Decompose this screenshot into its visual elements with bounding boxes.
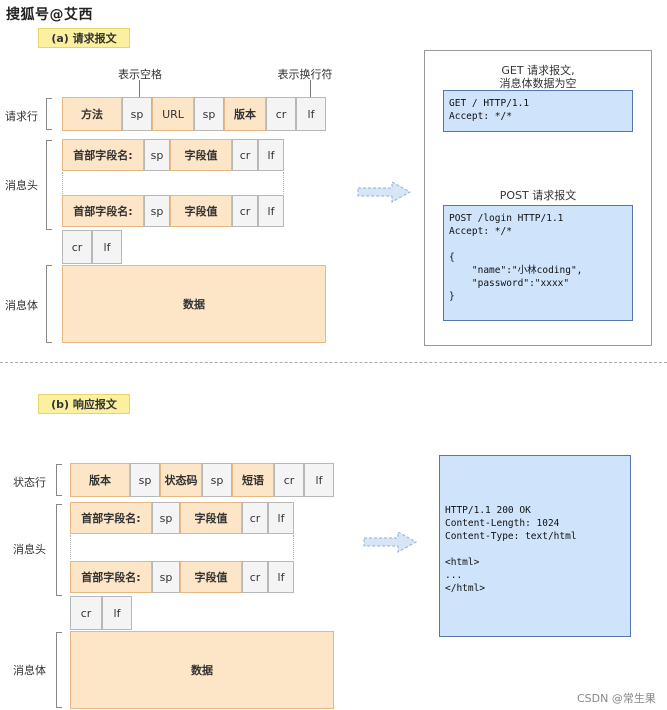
response-header-lf-cell: lf <box>268 561 294 593</box>
request-empty-cr-cell: cr <box>62 230 92 264</box>
response-arrow-icon <box>363 531 418 553</box>
request-header-sp-cell: sp <box>144 195 170 227</box>
get-request-code: GET / HTTP/1.1 Accept: */* <box>443 90 633 132</box>
request-header-name-cell: 首部字段名: <box>62 139 144 171</box>
bracket-request-body <box>46 265 52 343</box>
response-body-cell: 数据 <box>70 631 334 709</box>
response-phrase-cell: 短语 <box>232 463 274 497</box>
response-header-lf-cell: lf <box>268 502 294 534</box>
request-header-name-cell: 首部字段名: <box>62 195 144 227</box>
response-empty-lf-cell: lf <box>102 596 132 630</box>
response-header-name-cell: 首部字段名: <box>70 561 152 593</box>
response-headers-ellipsis <box>70 535 294 559</box>
response-code: HTTP/1.1 200 OK Content-Length: 1024 Con… <box>439 455 631 637</box>
response-header-cr-cell: cr <box>242 502 268 534</box>
label-request-line: 请求行 <box>5 110 38 123</box>
request-header-value-cell: 字段值 <box>170 139 232 171</box>
label-request-headers: 消息头 <box>5 179 38 192</box>
request-header-lf-cell: lf <box>258 195 284 227</box>
bracket-response-body <box>56 632 62 708</box>
response-sp-cell: sp <box>202 463 232 497</box>
note-newline: 表示换行符 <box>277 68 333 81</box>
get-caption-line2: 消息体数据为空 <box>499 77 577 90</box>
request-header-cr-cell: cr <box>232 195 258 227</box>
note-space: 表示空格 <box>118 68 162 81</box>
note-space-pointer <box>139 80 140 97</box>
request-body-cell: 数据 <box>62 265 326 343</box>
label-status-line: 状态行 <box>13 476 46 489</box>
request-header-cr-cell: cr <box>232 139 258 171</box>
request-section-tag: (a) 请求报文 <box>38 28 130 48</box>
response-cr-cell: cr <box>274 463 304 497</box>
bracket-request-line <box>46 98 52 130</box>
request-cr-cell: cr <box>266 97 296 131</box>
response-lf-cell: lf <box>304 463 334 497</box>
label-request-body: 消息体 <box>5 299 38 312</box>
request-header-value-cell: 字段值 <box>170 195 232 227</box>
request-sp-cell: sp <box>194 97 224 131</box>
get-caption-line1: GET 请求报文, <box>501 64 575 77</box>
section-divider <box>0 362 667 363</box>
response-header-name-cell: 首部字段名: <box>70 502 152 534</box>
label-response-body: 消息体 <box>13 664 46 677</box>
csdn-watermark: CSDN @常生果 <box>577 692 656 705</box>
request-lf-cell: lf <box>296 97 326 131</box>
response-section-tag: (b) 响应报文 <box>38 394 130 414</box>
request-url-cell: URL <box>152 97 194 131</box>
response-header-sp-cell: sp <box>152 502 180 534</box>
post-caption: POST 请求报文 <box>499 189 577 202</box>
response-header-cr-cell: cr <box>242 561 268 593</box>
bracket-response-headers <box>56 504 62 596</box>
note-newline-pointer <box>310 80 311 97</box>
response-empty-cr-cell: cr <box>70 596 102 630</box>
bracket-status-line <box>56 464 62 496</box>
label-response-headers: 消息头 <box>13 543 46 556</box>
response-status-code-cell: 状态码 <box>160 463 202 497</box>
request-arrow-icon <box>357 181 412 203</box>
response-header-value-cell: 字段值 <box>180 561 242 593</box>
response-header-sp-cell: sp <box>152 561 180 593</box>
request-headers-ellipsis <box>62 172 284 194</box>
request-header-lf-cell: lf <box>258 139 284 171</box>
bracket-request-headers <box>46 140 52 230</box>
post-request-code: POST /login HTTP/1.1 Accept: */* { "name… <box>443 205 633 321</box>
watermark: 搜狐号@艾西 <box>6 7 93 23</box>
request-method-cell: 方法 <box>62 97 122 131</box>
request-sp-cell: sp <box>122 97 152 131</box>
request-header-sp-cell: sp <box>144 139 170 171</box>
response-sp-cell: sp <box>130 463 160 497</box>
response-version-cell: 版本 <box>70 463 130 497</box>
request-version-cell: 版本 <box>224 97 266 131</box>
response-header-value-cell: 字段值 <box>180 502 242 534</box>
request-empty-lf-cell: lf <box>92 230 122 264</box>
